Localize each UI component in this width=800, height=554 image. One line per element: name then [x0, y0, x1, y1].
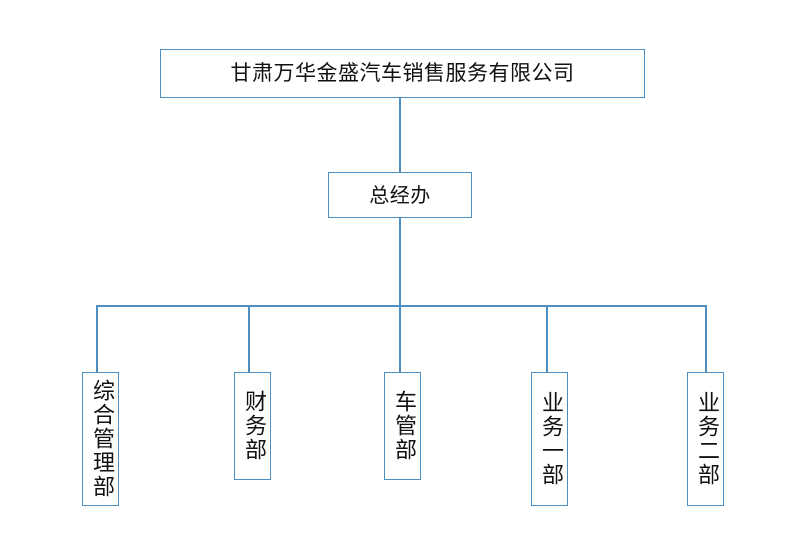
connector-drop-department-2	[399, 305, 401, 372]
org-node-department-vehicle-management[interactable]: 车管部	[384, 372, 421, 480]
connector-drop-department-0	[96, 305, 98, 372]
connector-company-to-general-manager-office	[399, 98, 401, 172]
connector-drop-department-4	[705, 305, 707, 372]
connector-drop-department-3	[546, 305, 548, 372]
connector-drop-department-1	[248, 305, 250, 372]
org-node-company-label: 甘肃万华金盛汽车销售服务有限公司	[230, 60, 575, 85]
org-node-department-finance[interactable]: 财务部	[234, 372, 271, 480]
org-node-department-1-label: 财务部	[240, 390, 266, 462]
org-node-company[interactable]: 甘肃万华金盛汽车销售服务有限公司	[160, 49, 645, 98]
org-node-department-2-label: 车管部	[390, 390, 416, 462]
org-node-department-business-two[interactable]: 业务二部	[687, 372, 724, 506]
org-node-department-3-label: 业务一部	[537, 391, 563, 487]
org-node-general-manager-office-label: 总经办	[369, 182, 431, 207]
org-node-department-business-one[interactable]: 业务一部	[531, 372, 568, 506]
connector-department-bus-bar	[96, 305, 706, 307]
org-node-general-manager-office[interactable]: 总经办	[328, 172, 472, 218]
org-node-department-0-label: 综合管理部	[88, 379, 114, 499]
org-node-department-4-label: 业务二部	[693, 391, 719, 487]
connector-general-manager-office-to-bus	[399, 218, 401, 306]
org-node-department-comprehensive-management[interactable]: 综合管理部	[82, 372, 119, 506]
